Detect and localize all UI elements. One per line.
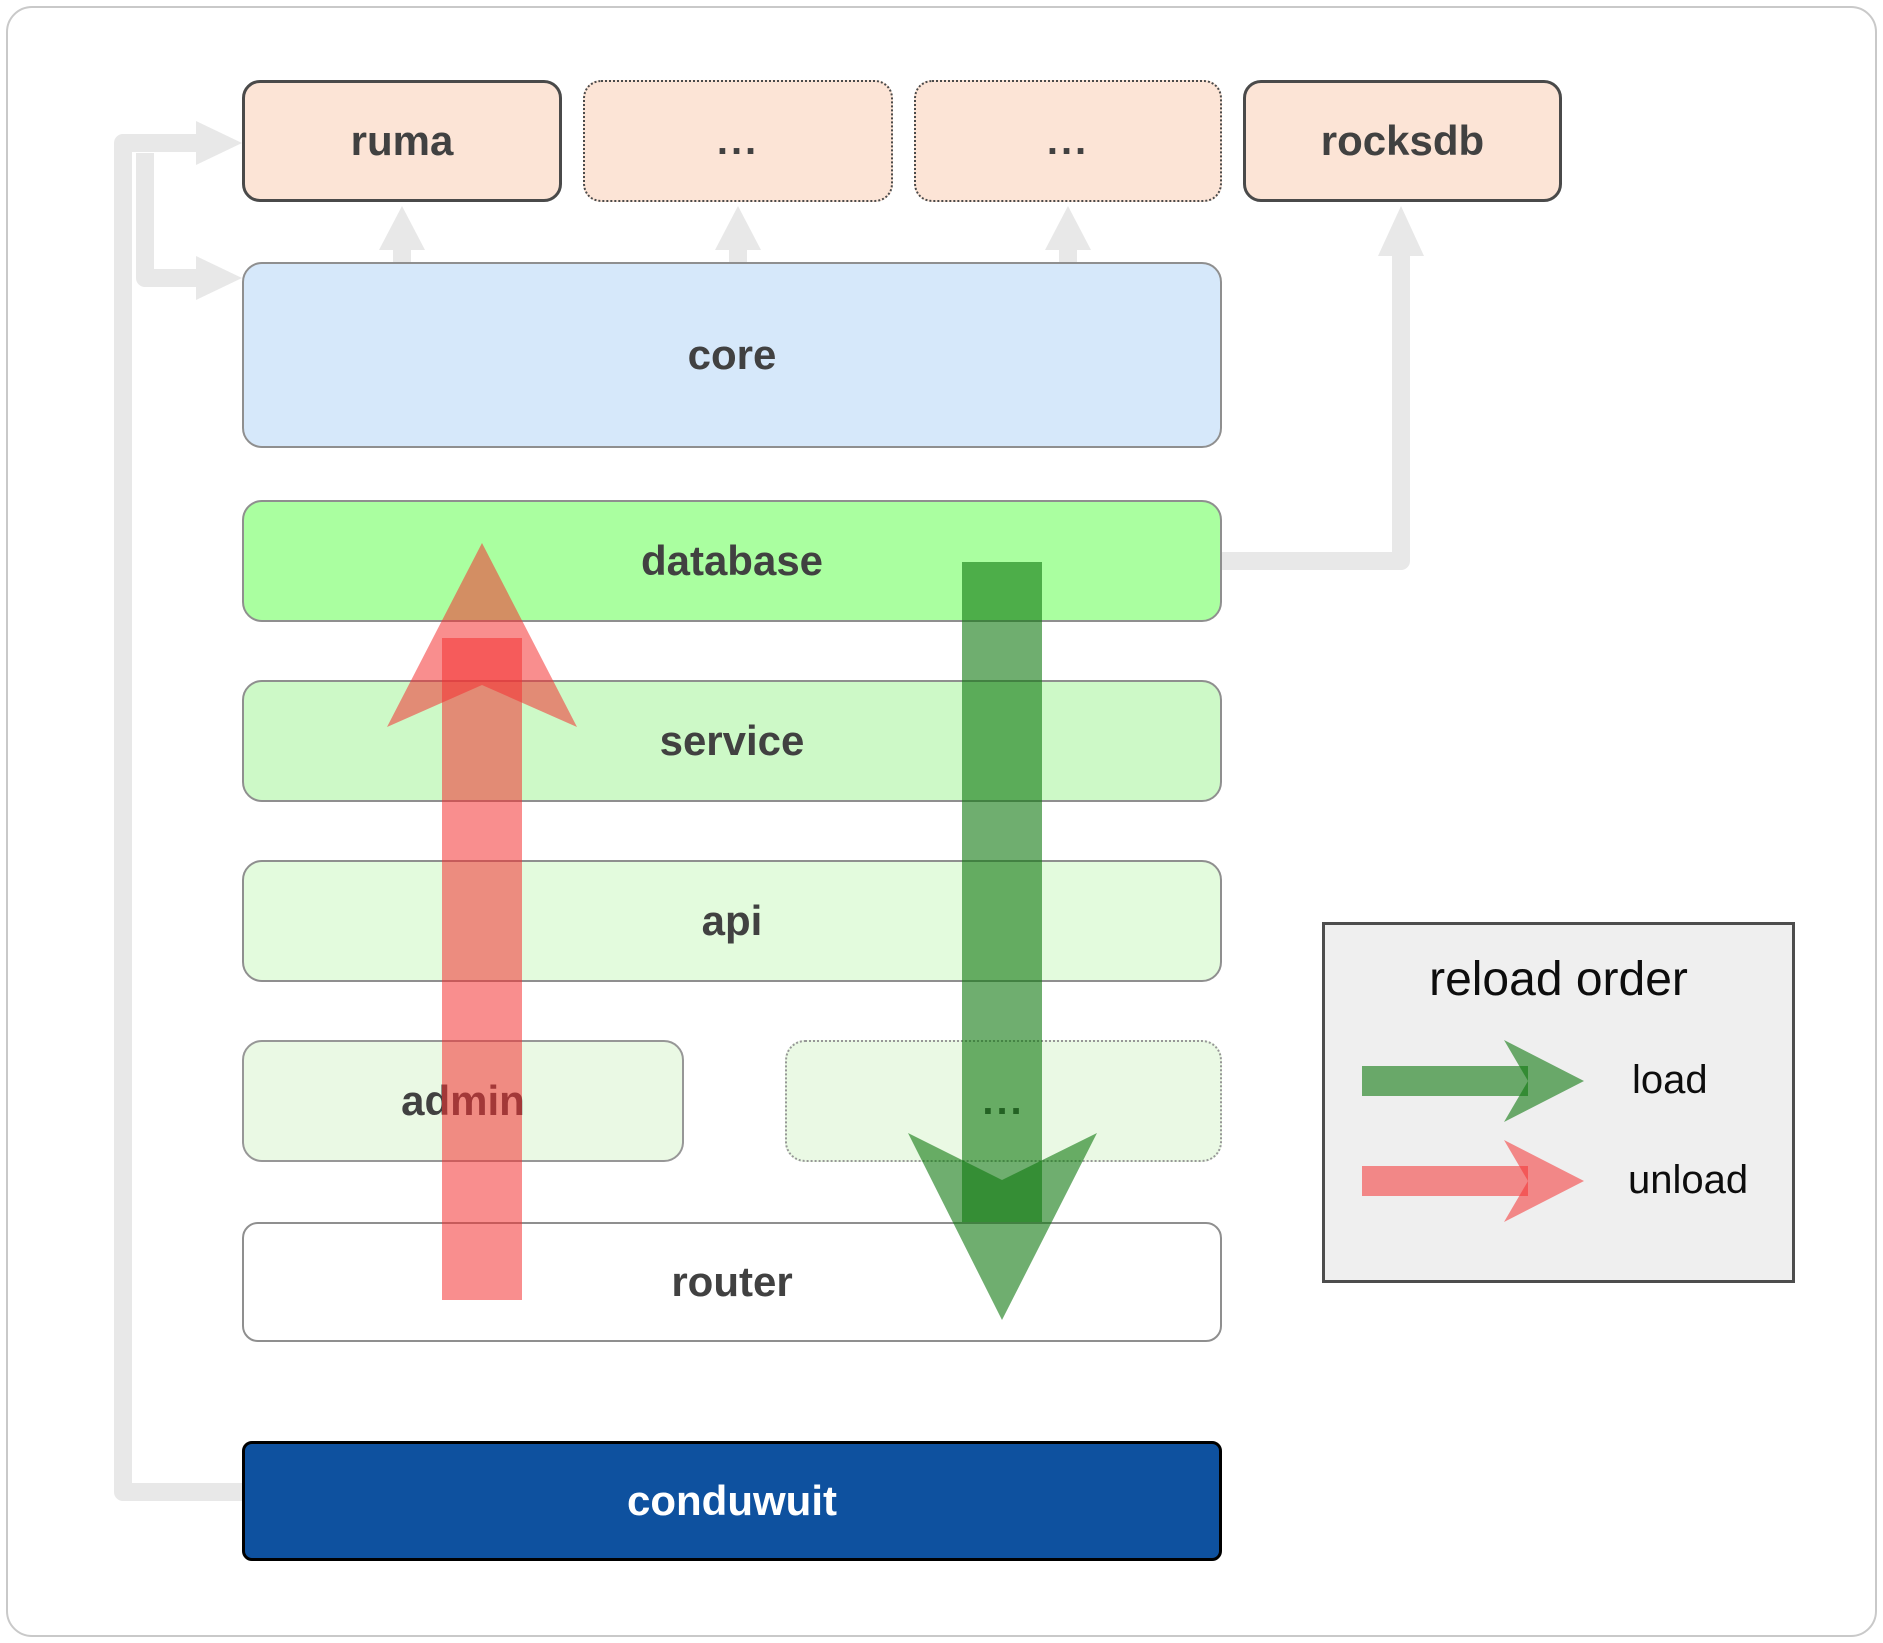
node-service-label: service	[659, 717, 805, 764]
node-ellipsis-admin-row: ...	[785, 1040, 1222, 1162]
edge-conduwuit-to-ruma	[114, 134, 242, 1501]
node-conduwuit-label: conduwuit	[627, 1477, 837, 1524]
node-core-label: core	[687, 331, 777, 378]
arrowhead-into-ruma-icon	[196, 121, 242, 165]
edge-conduwuit-to-core	[136, 153, 196, 287]
node-router: router	[242, 1222, 1222, 1342]
node-api-label: api	[701, 897, 763, 944]
core-to-ellipsis2-arrow-icon	[1045, 206, 1091, 250]
diagram-outer-border	[6, 6, 1877, 1637]
node-service: service	[242, 680, 1222, 802]
node-admin: admin	[242, 1040, 684, 1162]
arrowhead-into-rocksdb-icon	[1378, 206, 1424, 256]
node-rocksdb-label: rocksdb	[1320, 117, 1485, 164]
core-to-ellipsis1-arrow-icon	[715, 206, 761, 250]
node-api: api	[242, 860, 1222, 982]
legend-load-label: load	[1632, 1058, 1708, 1102]
node-core: core	[242, 262, 1222, 448]
node-ruma-label: ruma	[350, 117, 454, 164]
node-router-label: router	[671, 1258, 793, 1305]
node-ellipsis-top-2: ...	[914, 80, 1222, 202]
core-to-ruma-arrow-icon	[379, 206, 425, 250]
legend-title: reload order	[1429, 953, 1688, 1006]
node-admin-label: admin	[401, 1077, 525, 1124]
arrowhead-into-core-icon	[196, 256, 242, 300]
node-conduwuit: conduwuit	[242, 1441, 1222, 1561]
node-ruma: ruma	[242, 80, 562, 202]
node-database: database	[242, 500, 1222, 622]
node-database-label: database	[640, 537, 824, 584]
node-ellipsis-admin-row-label: ...	[982, 1078, 1025, 1123]
node-ellipsis-top-2-label: ...	[1046, 118, 1090, 163]
edge-database-to-rocksdb	[1222, 254, 1410, 570]
node-ellipsis-top-1-label: ...	[716, 118, 760, 163]
legend-unload-label: unload	[1628, 1158, 1749, 1202]
node-ellipsis-top-1: ...	[583, 80, 893, 202]
node-rocksdb: rocksdb	[1243, 80, 1562, 202]
